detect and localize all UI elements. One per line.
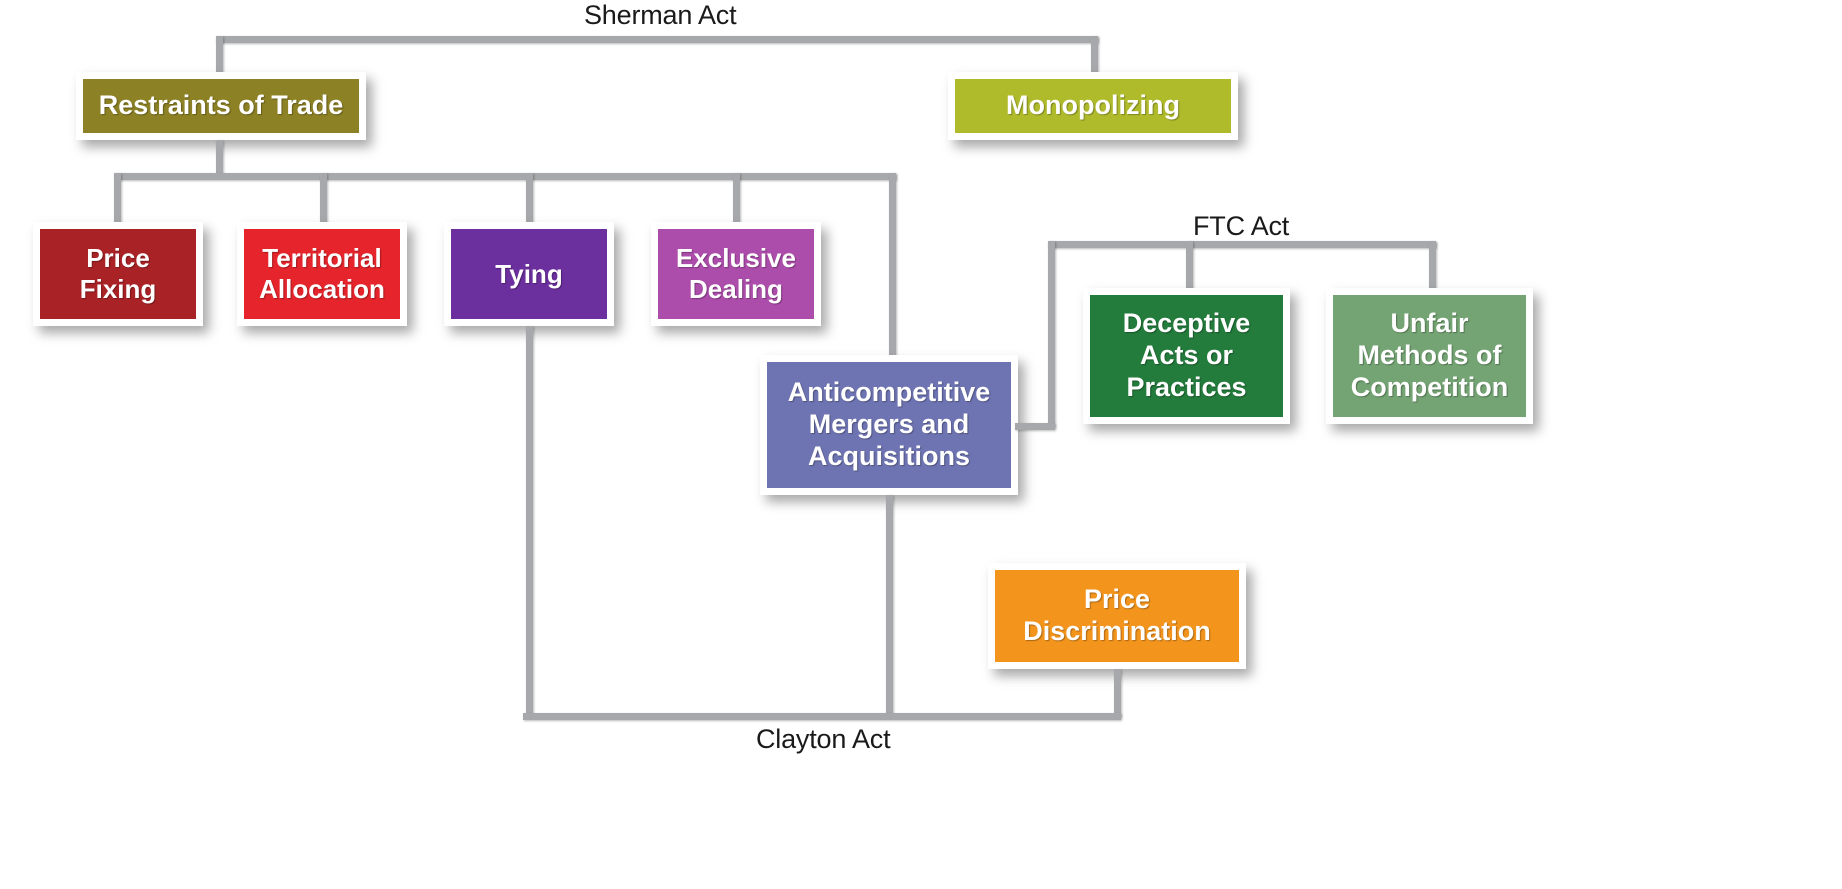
node-label-price-discrimination: Price Discrimination [1023,584,1211,646]
node-fill-territorial-allocation: Territorial Allocation [244,229,400,319]
node-label-territorial-allocation: Territorial Allocation [259,243,385,304]
connector-sherman-top-horizontal [216,36,1098,43]
connector-restraints-down [216,140,223,176]
connector-sherman-to-monopolizing [1091,36,1098,76]
node-label-monopolizing: Monopolizing [1006,90,1180,121]
node-fill-monopolizing: Monopolizing [955,79,1231,133]
node-exclusive-dealing[interactable]: Exclusive Dealing [651,222,821,326]
act-label-sherman: Sherman Act [584,0,737,30]
node-label-deceptive-acts-or-practices: Deceptive Acts or Practices [1122,308,1251,402]
node-label-anticompetitive-mergers: Anticompetitive Mergers and Acquisitions [787,377,991,471]
act-label-clayton: Clayton Act [756,724,891,754]
connector-row2-to-exclusive-dealing [733,173,740,223]
node-fill-anticompetitive-mergers: Anticompetitive Mergers and Acquisitions [767,362,1011,488]
node-fill-restraints-of-trade: Restraints of Trade [83,79,359,133]
node-fill-price-fixing: Price Fixing [40,229,196,319]
node-restraints-of-trade[interactable]: Restraints of Trade [76,72,366,140]
connector-tying-to-clayton [526,326,533,717]
node-label-price-fixing: Price Fixing [79,243,157,304]
connector-row2-to-tying [526,173,533,223]
node-fill-exclusive-dealing: Exclusive Dealing [658,229,814,319]
node-price-discrimination[interactable]: Price Discrimination [988,563,1246,669]
node-monopolizing[interactable]: Monopolizing [948,72,1238,140]
connector-price-discrimination-to-clayton [1114,669,1121,717]
node-fill-tying: Tying [451,229,607,319]
node-fill-unfair-methods-of-competition: Unfair Methods of Competition [1333,295,1526,417]
node-tying[interactable]: Tying [444,222,614,326]
connector-ftc-to-mergers [1015,423,1055,430]
node-territorial-allocation[interactable]: Territorial Allocation [237,222,407,326]
connector-row2-to-price-fixing [114,173,121,223]
connector-mergers-to-clayton [886,495,893,717]
node-unfair-methods-of-competition[interactable]: Unfair Methods of Competition [1326,288,1533,424]
node-label-tying: Tying [495,258,563,289]
connector-clayton-bottom-horizontal [523,713,1121,720]
connector-row2-to-territorial [320,173,327,223]
node-deceptive-acts-or-practices[interactable]: Deceptive Acts or Practices [1083,288,1290,424]
connector-sherman-to-restraints [216,36,223,76]
node-label-exclusive-dealing: Exclusive Dealing [676,243,796,304]
node-fill-price-discrimination: Price Discrimination [995,570,1239,662]
connector-row2-to-mergers [889,173,896,370]
node-label-unfair-methods-of-competition: Unfair Methods of Competition [1350,308,1509,402]
connector-ftc-to-unfair-methods [1429,241,1436,291]
node-label-restraints-of-trade: Restraints of Trade [98,90,344,121]
connector-row2-horizontal [114,173,896,180]
connector-ftc-left-leg [1048,241,1055,427]
node-anticompetitive-mergers[interactable]: Anticompetitive Mergers and Acquisitions [760,355,1018,495]
connector-ftc-top-horizontal [1048,241,1436,248]
node-price-fixing[interactable]: Price Fixing [33,222,203,326]
act-label-ftc: FTC Act [1193,211,1290,241]
connector-ftc-to-deceptive-acts [1186,241,1193,291]
node-fill-deceptive-acts-or-practices: Deceptive Acts or Practices [1090,295,1283,417]
